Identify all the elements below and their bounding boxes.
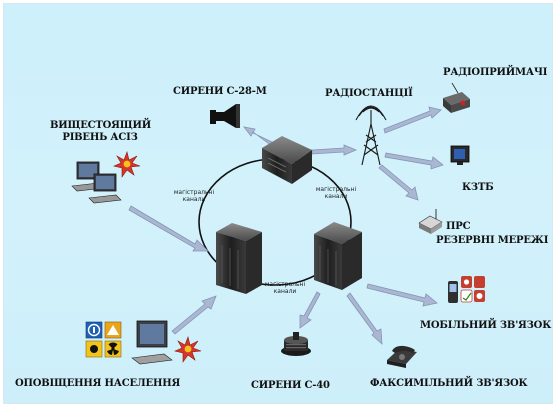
label-population-alert: ОПОВІЩЕННЯ НАСЕЛЕННЯ [15, 378, 181, 389]
fax-phone-icon [387, 345, 417, 368]
server-left-icon [216, 223, 262, 294]
label-reserve-networks: РЕЗЕРВНІ МЕРЕЖІ [436, 235, 549, 246]
arrow-to-radio-stations [311, 144, 358, 156]
label-prs: ПРС [446, 221, 471, 232]
arrow-to-radio-receivers [383, 106, 442, 134]
radio-tower-icon [355, 105, 387, 166]
label-mobile-comm: МОБІЛЬНИЙ ЗВ'ЯЗОК [420, 320, 552, 331]
channel-label-bottom-1: магістральні [264, 281, 306, 288]
arrow-to-kztb [384, 152, 444, 170]
channel-label-right-1: магістральні [315, 186, 357, 193]
computers-icon [71, 150, 141, 204]
label-sirens-c28m: СИРЕНИ С-28-М [173, 86, 267, 97]
arrow-to-siren-c40 [299, 291, 321, 329]
arrow-to-fax [346, 292, 383, 345]
monitor-icon [131, 320, 173, 365]
label-sirens-c40: СИРЕНИ С-40 [251, 380, 330, 391]
label-radio-receivers: РАДІОПРИЙМАЧІ [443, 67, 548, 78]
label-kztb: КЗТБ [462, 182, 494, 193]
channel-label-right-2: канали [324, 193, 348, 200]
arrow-to-router [378, 164, 419, 201]
label-higher-level-1: ВИЩЕСТОЯЩИЙ [50, 120, 152, 131]
channel-label-bottom-2: канали [273, 288, 297, 295]
channel-label-left-2: канали [182, 196, 206, 203]
siren-c40-icon [281, 332, 311, 356]
server-right-icon [314, 222, 362, 290]
server-top-icon [262, 136, 312, 184]
label-higher-level-2: РІВЕНЬ АСІЗ [62, 132, 138, 143]
mobile-phone-icon [448, 276, 485, 303]
router-icon [418, 209, 443, 234]
arrows [128, 106, 444, 345]
arrow-from-higher-level [128, 205, 209, 252]
alert-symbols-icon [85, 321, 122, 358]
arrow-to-siren-c28m [243, 126, 273, 147]
radio-receiver-icon [443, 82, 470, 113]
siren-c28m-icon [210, 104, 240, 128]
label-fax-comm: ФАКСИМІЛЬНИЙ ЗВ'ЯЗОК [370, 378, 528, 389]
arrow-from-population [171, 295, 217, 335]
radiation-badge-icon [174, 335, 202, 363]
label-radio-stations: РАДІОСТАНЦІЇ [325, 88, 413, 99]
tv-icon [450, 145, 470, 165]
channel-label-left-1: магістральні [173, 189, 215, 196]
arrow-to-mobile [366, 283, 438, 307]
